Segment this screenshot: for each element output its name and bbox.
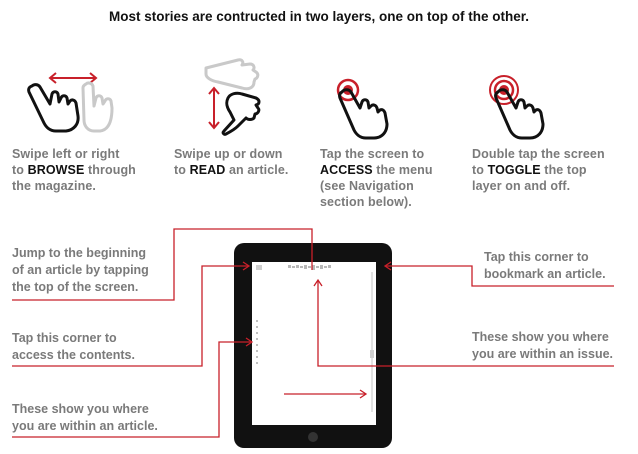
callout-article-position: These show you where you are within an a…	[12, 402, 158, 433]
callout-issue-position: These show you where you are within an i…	[472, 330, 614, 361]
callout-jump-top: Jump to the beginning of an article by t…	[12, 246, 149, 294]
swipe-horizontal-icon	[27, 72, 114, 133]
tap-icon	[336, 78, 389, 140]
top-page-indicators	[288, 265, 331, 270]
issue-scrollbar	[371, 272, 373, 412]
gesture-keyword-read: READ	[189, 163, 226, 177]
connector-contents	[12, 265, 248, 367]
tablet-screen	[252, 262, 376, 425]
gesture-text-toggle: Double tap the screen to TOGGLE the top …	[472, 147, 605, 193]
home-button-icon	[308, 432, 318, 442]
gesture-text-read: Swipe up or down to READ an article.	[174, 147, 289, 177]
contents-corner	[256, 265, 262, 270]
callout-contents: Tap this corner to access the contents.	[12, 331, 135, 362]
swipe-vertical-icon	[204, 58, 261, 136]
page-title: Most stories are contructed in two layer…	[108, 9, 530, 24]
connector-issue-position	[317, 280, 614, 367]
gesture-text-browse: Swipe left or right to BROWSE through th…	[12, 147, 136, 193]
gesture-text-access: Tap the screen to ACCESS the menu (see N…	[320, 147, 433, 209]
gesture-keyword-access: ACCESS	[320, 163, 373, 177]
connector-jump-top	[12, 228, 313, 301]
connector-bookmark	[386, 265, 614, 287]
callout-bookmark: Tap this corner to bookmark an article.	[484, 250, 606, 281]
gesture-keyword-toggle: TOGGLE	[487, 163, 541, 177]
gesture-keyword-browse: BROWSE	[27, 163, 85, 177]
article-progress-indicators	[256, 320, 258, 364]
connector-article-position	[12, 341, 252, 438]
double-tap-icon	[489, 75, 545, 140]
